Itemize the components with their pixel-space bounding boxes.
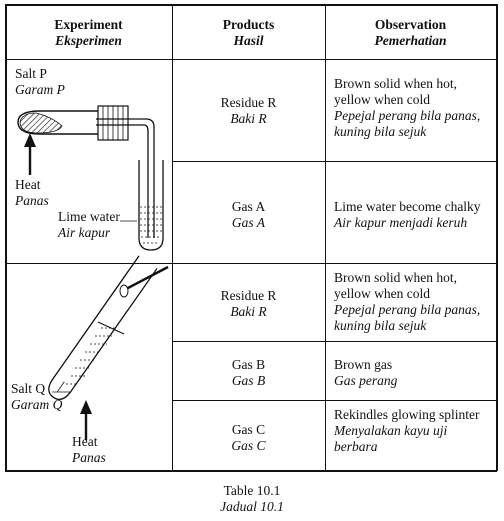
product-cell: Gas B Gas B bbox=[172, 357, 325, 389]
observation-cell: Brown gas Gas perang bbox=[334, 357, 397, 389]
observation-line: Brown solid when hot, bbox=[334, 76, 457, 91]
row-divider-1 bbox=[172, 161, 497, 162]
header-observation-ms: Pemerhatian bbox=[374, 33, 447, 48]
header-observation: Observation Pemerhatian bbox=[325, 17, 496, 49]
product-cell: Residue R Baki R bbox=[172, 288, 325, 320]
header-experiment-en: Experiment bbox=[54, 17, 123, 32]
heat-q-en: Heat bbox=[72, 434, 98, 449]
observation-line: Lime water become chalky bbox=[334, 199, 481, 214]
header-observation-en: Observation bbox=[374, 17, 447, 32]
column-divider-1 bbox=[172, 4, 173, 471]
caption-ms: Jadual 10.1 bbox=[220, 499, 284, 514]
observation-line: Brown gas bbox=[334, 357, 393, 372]
table-border-bottom bbox=[5, 470, 497, 472]
lime-water-en: Lime water bbox=[58, 209, 120, 224]
product-ms: Gas C bbox=[231, 438, 266, 453]
header-experiment: Experiment Eksperimen bbox=[5, 17, 172, 49]
observation-ms-line: Gas perang bbox=[334, 373, 398, 388]
product-cell: Residue R Baki R bbox=[172, 95, 325, 127]
product-ms: Gas A bbox=[231, 215, 266, 230]
observation-ms-line: berbara bbox=[334, 439, 378, 454]
product-cell: Gas C Gas C bbox=[172, 422, 325, 454]
observation-line: yellow when cold bbox=[334, 92, 430, 107]
product-en: Residue R bbox=[220, 95, 277, 110]
header-divider bbox=[5, 59, 497, 60]
heat-q-label: Heat Panas bbox=[72, 434, 106, 466]
column-divider-2 bbox=[325, 4, 326, 471]
product-en: Residue R bbox=[220, 288, 277, 303]
heat-p-ms: Panas bbox=[15, 193, 49, 208]
product-ms: Baki R bbox=[230, 304, 267, 319]
observation-cell: Rekindles glowing splinter Menyalakan ka… bbox=[334, 407, 480, 455]
observation-line: Rekindles glowing splinter bbox=[334, 407, 480, 422]
observation-ms-line: kuning bila sejuk bbox=[334, 318, 427, 333]
observation-cell: Brown solid when hot, yellow when cold P… bbox=[334, 76, 480, 140]
product-en: Gas C bbox=[231, 422, 266, 437]
section-divider bbox=[5, 263, 497, 264]
table-caption: Table 10.1 Jadual 10.1 bbox=[0, 483, 504, 515]
product-ms: Gas B bbox=[231, 373, 266, 388]
salt-q-label: Salt Q Garam Q bbox=[11, 381, 62, 413]
header-products-en: Products bbox=[222, 17, 275, 32]
header-products-ms: Hasil bbox=[233, 33, 264, 48]
table-border-top bbox=[5, 4, 497, 6]
observation-line: yellow when cold bbox=[334, 286, 430, 301]
row-divider-4 bbox=[172, 400, 497, 401]
salt-p-label: Salt P Garam P bbox=[15, 66, 65, 98]
observation-line: Brown solid when hot, bbox=[334, 270, 457, 285]
table-border-left bbox=[5, 4, 7, 471]
observation-ms-line: kuning bila sejuk bbox=[334, 124, 427, 139]
table-border-right bbox=[496, 4, 498, 471]
caption-en: Table 10.1 bbox=[223, 483, 281, 498]
heat-q-ms: Panas bbox=[72, 450, 106, 465]
salt-p-ms: Garam P bbox=[15, 82, 65, 97]
header-products: Products Hasil bbox=[172, 17, 325, 49]
header-experiment-ms: Eksperimen bbox=[55, 33, 122, 48]
observation-ms-line: Pepejal perang bila panas, bbox=[334, 108, 481, 123]
product-en: Gas A bbox=[231, 199, 266, 214]
lime-water-label: Lime water Air kapur bbox=[58, 209, 120, 241]
heat-p-en: Heat bbox=[15, 177, 41, 192]
observation-cell: Brown solid when hot, yellow when cold P… bbox=[334, 270, 480, 334]
row-divider-3 bbox=[172, 341, 497, 342]
product-en: Gas B bbox=[231, 357, 266, 372]
salt-q-en: Salt Q bbox=[11, 381, 46, 396]
observation-ms-line: Menyalakan kayu uji bbox=[334, 423, 448, 438]
product-ms: Baki R bbox=[230, 111, 267, 126]
lime-water-ms: Air kapur bbox=[58, 225, 111, 240]
heat-p-label: Heat Panas bbox=[15, 177, 49, 209]
product-cell: Gas A Gas A bbox=[172, 199, 325, 231]
observation-cell: Lime water become chalky Air kapur menja… bbox=[334, 199, 481, 231]
observation-ms-line: Air kapur menjadi keruh bbox=[334, 215, 468, 230]
salt-q-ms: Garam Q bbox=[11, 397, 63, 412]
salt-p-en: Salt P bbox=[15, 66, 47, 81]
observation-ms-line: Pepejal perang bila panas, bbox=[334, 302, 481, 317]
